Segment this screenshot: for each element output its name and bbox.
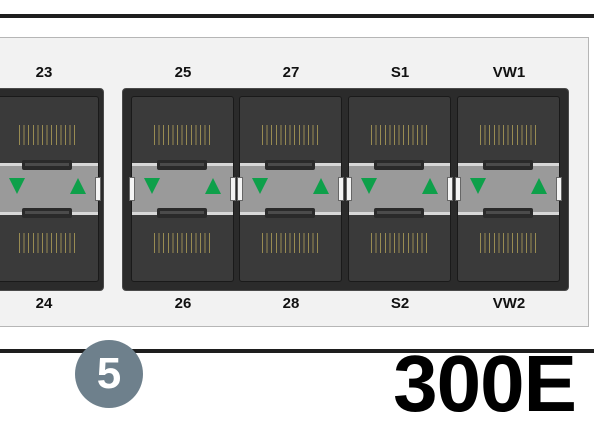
led-up-triangle-icon: [313, 178, 329, 194]
port-23-24[interactable]: [0, 96, 101, 282]
led-down-triangle-icon: [144, 178, 160, 194]
port-27-28[interactable]: [237, 96, 344, 282]
latch-tab: [374, 208, 424, 218]
bottom-rule: [0, 349, 594, 353]
port-label-vw1: VW1: [492, 64, 526, 81]
port-label-23: 23: [35, 64, 53, 81]
side-nub: [129, 177, 135, 201]
port-25-26[interactable]: [129, 96, 236, 282]
latch-band: [346, 160, 453, 218]
port-label-24: 24: [35, 295, 53, 312]
side-nub: [556, 177, 562, 201]
port-label-28: 28: [282, 295, 300, 312]
port-contacts: [480, 125, 538, 145]
top-rule: [0, 14, 594, 18]
led-up-triangle-icon: [531, 178, 547, 194]
side-nub: [230, 177, 236, 201]
model-name: 300E: [393, 339, 577, 428]
port-label-s1: S1: [390, 64, 410, 81]
latch-tab: [22, 208, 72, 218]
side-nub: [95, 177, 101, 201]
port-contacts: [19, 233, 77, 253]
port-contacts: [154, 233, 212, 253]
latch-tab: [265, 160, 315, 170]
latch-tab: [157, 208, 207, 218]
port-label-s2: S2: [390, 295, 410, 312]
side-nub: [237, 177, 243, 201]
port-contacts: [262, 233, 320, 253]
latch-band: [0, 160, 101, 218]
port-s1-s2[interactable]: [346, 96, 453, 282]
callout-number-badge: 5: [75, 340, 143, 408]
latch-tab: [483, 160, 533, 170]
led-down-triangle-icon: [361, 178, 377, 194]
port-contacts: [480, 233, 538, 253]
latch-tab: [483, 208, 533, 218]
port-contacts: [371, 233, 429, 253]
led-down-triangle-icon: [470, 178, 486, 194]
port-label-27: 27: [282, 64, 300, 81]
latch-tab: [265, 208, 315, 218]
led-down-triangle-icon: [9, 178, 25, 194]
latch-band: [455, 160, 562, 218]
side-nub: [338, 177, 344, 201]
latch-tab: [157, 160, 207, 170]
port-contacts: [154, 125, 212, 145]
port-label-25: 25: [174, 64, 192, 81]
port-contacts: [371, 125, 429, 145]
port-contacts: [262, 125, 320, 145]
side-nub: [455, 177, 461, 201]
led-up-triangle-icon: [70, 178, 86, 194]
port-label-26: 26: [174, 295, 192, 312]
latch-band: [129, 160, 236, 218]
led-down-triangle-icon: [252, 178, 268, 194]
side-nub: [447, 177, 453, 201]
port-vw1-vw2[interactable]: [455, 96, 562, 282]
port-label-vw2: VW2: [492, 295, 526, 312]
led-up-triangle-icon: [205, 178, 221, 194]
latch-tab: [22, 160, 72, 170]
side-nub: [346, 177, 352, 201]
port-contacts: [19, 125, 77, 145]
led-up-triangle-icon: [422, 178, 438, 194]
latch-tab: [374, 160, 424, 170]
latch-band: [237, 160, 344, 218]
